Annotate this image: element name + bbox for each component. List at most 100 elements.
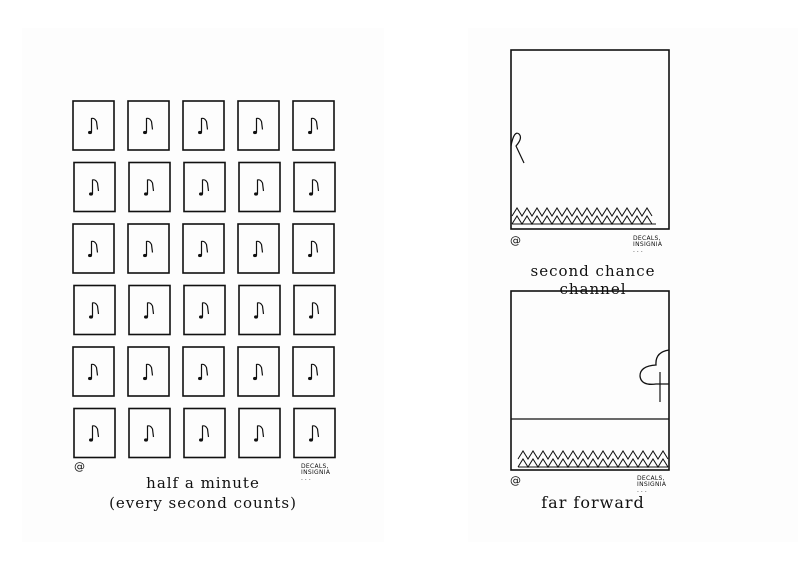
tile-frame: [237, 346, 280, 397]
insignia-label: INSIGNIA: [637, 481, 667, 488]
tile-frame: [237, 100, 280, 151]
note-tile: [293, 284, 336, 336]
tile-frame: [293, 161, 336, 213]
note-tile: [293, 407, 336, 459]
tile-frame: [72, 346, 115, 397]
decals-insignia-mark: DECALS, INSIGNIA ...: [301, 464, 330, 482]
insignia-label: INSIGNIA: [633, 241, 663, 248]
note-tile: [238, 284, 281, 336]
music-note-icon: [310, 117, 319, 133]
music-note-head-icon: [199, 192, 203, 196]
note-tile: [292, 100, 335, 151]
decals-dots: ...: [301, 475, 313, 482]
note-tile: [237, 346, 280, 397]
music-note-head-icon: [199, 438, 203, 442]
music-note-icon: [255, 363, 264, 379]
music-note-icon: [311, 302, 320, 317]
music-note-icon: [91, 179, 100, 194]
right-sheet: [468, 28, 798, 542]
tile-frame: [128, 284, 171, 336]
music-note-head-icon: [253, 376, 257, 381]
note-tile: [293, 161, 336, 213]
tile-frame: [292, 223, 335, 274]
music-note-head-icon: [144, 315, 148, 319]
tile-frame: [183, 284, 226, 336]
decals-label: DECALS,: [301, 463, 329, 470]
music-note-icon: [201, 179, 210, 194]
tile-frame: [238, 407, 281, 459]
note-tile: [73, 284, 116, 336]
figure-edge-sketch: [510, 132, 525, 164]
note-tile: [73, 407, 116, 459]
tile-frame: [127, 100, 170, 151]
tile-frame: [128, 161, 171, 213]
note-tile: [183, 161, 226, 213]
music-note-icon: [145, 363, 154, 379]
right-bottom-frame: [510, 290, 670, 471]
music-note-head-icon: [88, 376, 92, 381]
note-tile: [127, 223, 170, 274]
decals-insignia-mark-top: DECALS, INSIGNIA ...: [633, 236, 662, 254]
tile-frame: [127, 223, 170, 274]
tile-frame: [183, 407, 226, 459]
tile-frame: [238, 161, 281, 213]
note-tile: [72, 346, 115, 397]
music-note-head-icon: [254, 438, 258, 442]
note-tile: [182, 346, 225, 397]
tile-frame: [293, 407, 336, 459]
music-note-icon: [256, 302, 265, 317]
music-note-icon: [200, 240, 209, 256]
caption-every-second-counts: (every second counts): [109, 494, 297, 512]
right-top-frame: [510, 49, 670, 230]
caption-second-chance-channel: second chance channel: [530, 262, 656, 298]
spiral-logo-icon: @: [74, 460, 85, 473]
music-note-head-icon: [144, 192, 148, 196]
music-note-icon: [145, 117, 154, 133]
music-note-icon: [145, 240, 154, 256]
note-tile: [128, 407, 171, 459]
music-note-head-icon: [88, 130, 92, 135]
note-tile: [237, 100, 280, 151]
music-note-icon: [200, 363, 209, 379]
note-tile: [182, 223, 225, 274]
music-note-head-icon: [198, 130, 202, 135]
tile-frame: [72, 100, 115, 151]
music-note-head-icon: [143, 376, 147, 381]
note-tile: [72, 223, 115, 274]
music-note-icon: [201, 302, 210, 317]
music-note-icon: [91, 302, 100, 317]
music-note-head-icon: [253, 253, 257, 258]
music-note-icon: [146, 302, 155, 317]
music-note-head-icon: [254, 315, 258, 319]
zigzag-band-bottom: [517, 450, 669, 468]
music-note-head-icon: [198, 253, 202, 258]
music-note-head-icon: [254, 192, 258, 196]
spiral-logo-icon-top: @: [510, 234, 521, 247]
music-note-icon: [310, 240, 319, 256]
tile-frame: [237, 223, 280, 274]
music-note-icon: [311, 425, 320, 440]
tile-frame: [127, 346, 170, 397]
note-tile: [127, 346, 170, 397]
tile-frame: [292, 100, 335, 151]
music-note-head-icon: [143, 130, 147, 135]
tile-frame: [73, 161, 116, 213]
tile-frame: [183, 161, 226, 213]
hand-sketch: [639, 349, 670, 385]
note-tile: [183, 284, 226, 336]
music-note-head-icon: [143, 253, 147, 258]
decals-label: DECALS,: [633, 235, 661, 242]
tile-frame: [293, 284, 336, 336]
music-note-head-icon: [308, 253, 312, 258]
music-note-head-icon: [199, 315, 203, 319]
music-note-head-icon: [253, 130, 257, 135]
music-note-head-icon: [309, 192, 313, 196]
tile-frame: [292, 346, 335, 397]
decals-label: DECALS,: [637, 475, 665, 482]
spiral-logo-icon-bottom: @: [510, 474, 521, 487]
decals-dots: ...: [637, 487, 649, 494]
tile-frame: [73, 407, 116, 459]
caption-far-forward: far forward: [541, 493, 645, 512]
note-tile: [292, 223, 335, 274]
